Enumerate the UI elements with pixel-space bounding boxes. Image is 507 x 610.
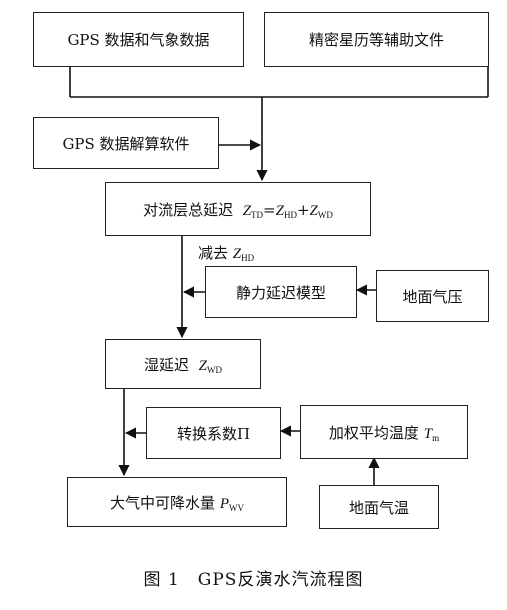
pwv-label: 大气中可降水量 PWV [110, 493, 244, 513]
weighted-mean-temperature-label: 加权平均温度 Tm [328, 423, 440, 443]
figure-caption: 图 1 GPS反演水汽流程图 [0, 565, 507, 590]
figure-title: GPS反演水汽流程图 [197, 570, 364, 590]
tropospheric-delay-box: 对流层总延迟 ZTD=ZHD+ZWD [105, 182, 371, 236]
weighted-mean-temperature-box: 加权平均温度 Tm [300, 405, 468, 459]
gps-meteo-data-box: GPS 数据和气象数据 [33, 12, 244, 67]
surface-pressure-box: 地面气压 [376, 270, 489, 322]
static-delay-model-box: 静力延迟模型 [205, 266, 357, 318]
conversion-factor-box: 转换系数Π [146, 407, 281, 459]
tropospheric-delay-label: 对流层总延迟 ZTD=ZHD+ZWD [143, 200, 333, 220]
gps-software-box: GPS 数据解算软件 [33, 117, 219, 169]
figure-number: 图 1 [143, 570, 180, 590]
precise-ephemeris-box: 精密星历等辅助文件 [264, 12, 489, 67]
wet-delay-box: 湿延迟 ZWD [105, 339, 261, 389]
surface-temperature-box: 地面气温 [319, 485, 439, 529]
subtract-zhd-label: 减去 ZHD [198, 244, 255, 263]
wet-delay-label: 湿延迟 ZWD [144, 355, 222, 375]
precipitable-water-vapor-box: 大气中可降水量 PWV [67, 477, 287, 527]
